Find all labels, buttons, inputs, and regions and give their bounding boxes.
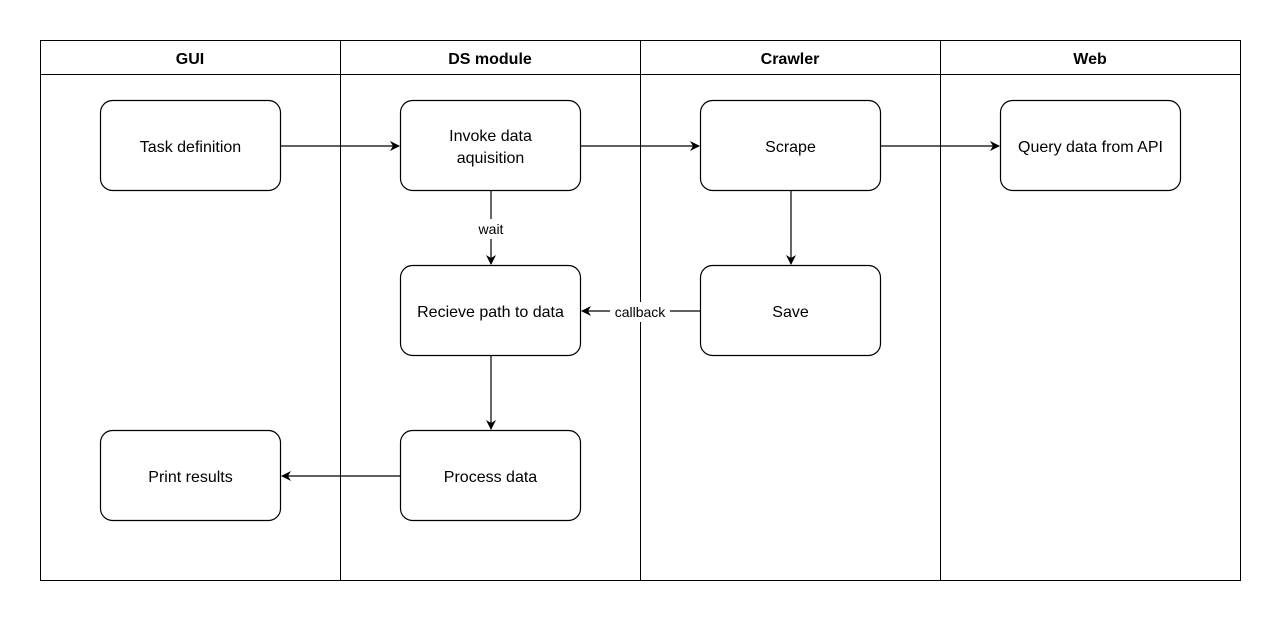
node-recieve-path-to-data: Recieve path to data bbox=[399, 264, 582, 357]
node-query-data-from-api: Query data from API bbox=[999, 99, 1182, 192]
node-box bbox=[699, 264, 882, 357]
node-label: Save bbox=[772, 304, 809, 321]
node-process-data: Process data bbox=[399, 429, 582, 522]
edge-label-bg-callback bbox=[610, 302, 670, 322]
node-box bbox=[699, 99, 882, 192]
edges bbox=[281, 141, 1000, 481]
node-print-results: Print results bbox=[99, 429, 282, 522]
edge-label-callback: callback bbox=[615, 304, 667, 320]
node-task-definition: Task definition bbox=[99, 99, 282, 192]
node-label: Print results bbox=[148, 469, 232, 486]
node-box bbox=[99, 429, 282, 522]
node-box bbox=[999, 99, 1182, 192]
node-scrape: Scrape bbox=[699, 99, 882, 192]
node-label: Query data from API bbox=[1018, 139, 1163, 156]
node-box bbox=[399, 99, 582, 192]
lane-title-crawler: Crawler bbox=[761, 51, 820, 68]
edge-label-bg-wait bbox=[474, 219, 508, 239]
node-label: Task definition bbox=[140, 139, 241, 156]
lane-title-ds-module: DS module bbox=[448, 51, 532, 68]
node-label-line-1: Invoke data bbox=[449, 128, 532, 145]
edge-label-wait: wait bbox=[478, 221, 504, 237]
lane-title-web: Web bbox=[1073, 51, 1107, 68]
node-label: Recieve path to data bbox=[417, 304, 564, 321]
node-label-line-2: aquisition bbox=[457, 150, 525, 167]
node-label: Scrape bbox=[765, 139, 816, 156]
node-box bbox=[399, 429, 582, 522]
node-save: Save bbox=[699, 264, 882, 357]
node-box bbox=[399, 264, 582, 357]
node-box bbox=[99, 99, 282, 192]
node-label: Process data bbox=[444, 469, 537, 486]
lane-title-gui: GUI bbox=[176, 51, 204, 68]
node-invoke-data-aquisition: Invoke data aquisition bbox=[399, 99, 582, 192]
